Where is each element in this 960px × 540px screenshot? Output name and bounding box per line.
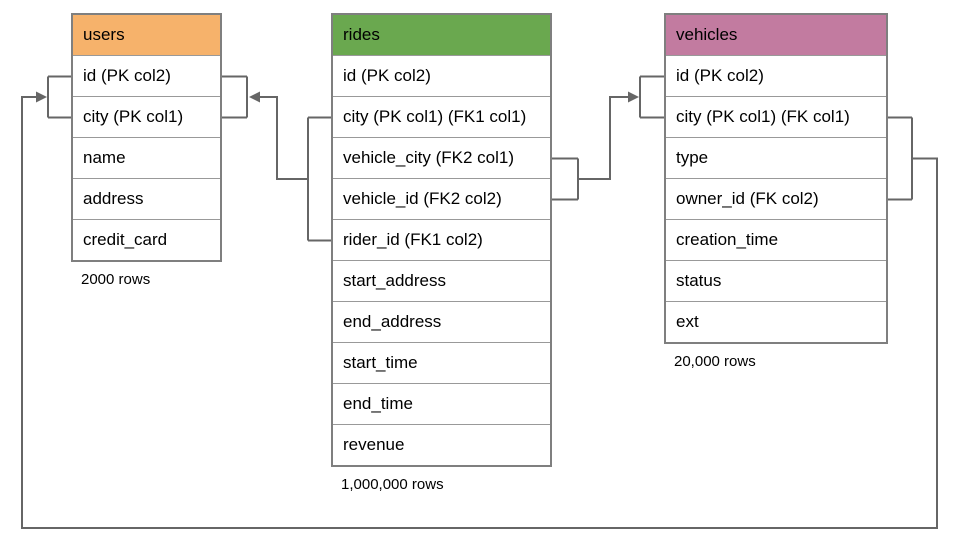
table-row: start_address [333, 261, 550, 302]
table-row: city (PK col1) [73, 97, 220, 138]
table-row: type [666, 138, 886, 179]
table-row: revenue [333, 425, 550, 465]
users-left-bracket [47, 75, 71, 119]
table-row: id (PK col2) [666, 56, 886, 97]
table-row: owner_id (FK col2) [666, 179, 886, 220]
table-vehicles-box: vehicles id (PK col2)city (PK col1) (FK … [664, 13, 888, 344]
table-row: start_time [333, 343, 550, 384]
table-row: creation_time [666, 220, 886, 261]
users-right-bracket [222, 75, 248, 119]
table-users-header: users [73, 15, 220, 56]
table-row: id (PK col2) [73, 56, 220, 97]
relationship-rides-users-line [259, 96, 331, 242]
table-row: city (PK col1) (FK1 col1) [333, 97, 550, 138]
table-row: name [73, 138, 220, 179]
table-rides-header: rides [333, 15, 550, 56]
arrowhead-to-vehicles-left [628, 91, 639, 103]
relationship-rides-vehicles-line [552, 96, 629, 201]
table-row: end_time [333, 384, 550, 425]
table-row: vehicle_id (FK2 col2) [333, 179, 550, 220]
vehicles-left-bracket [639, 75, 664, 119]
table-row: credit_card [73, 220, 220, 260]
table-row: city (PK col1) (FK col1) [666, 97, 886, 138]
arrowhead-to-users-right [249, 91, 260, 103]
relationship-rides-users [222, 75, 331, 242]
table-row: vehicle_city (FK2 col1) [333, 138, 550, 179]
table-rides-box: rides id (PK col2)city (PK col1) (FK1 co… [331, 13, 552, 467]
users-row-count-label: 2000 rows [81, 271, 151, 288]
arrowhead-to-users-left [36, 91, 47, 103]
vehicles-row-count-label: 20,000 rows [674, 353, 756, 370]
table-vehicles: vehicles id (PK col2)city (PK col1) (FK … [664, 13, 888, 370]
rides-row-count-label: 1,000,000 rows [341, 476, 444, 493]
relationship-rides-vehicles [552, 75, 664, 201]
table-row: status [666, 261, 886, 302]
table-row: ext [666, 302, 886, 342]
table-rides: rides id (PK col2)city (PK col1) (FK1 co… [331, 13, 552, 493]
table-vehicles-header: vehicles [666, 15, 886, 56]
table-row: end_address [333, 302, 550, 343]
table-row: rider_id (FK1 col2) [333, 220, 550, 261]
table-row: address [73, 179, 220, 220]
table-row: id (PK col2) [333, 56, 550, 97]
